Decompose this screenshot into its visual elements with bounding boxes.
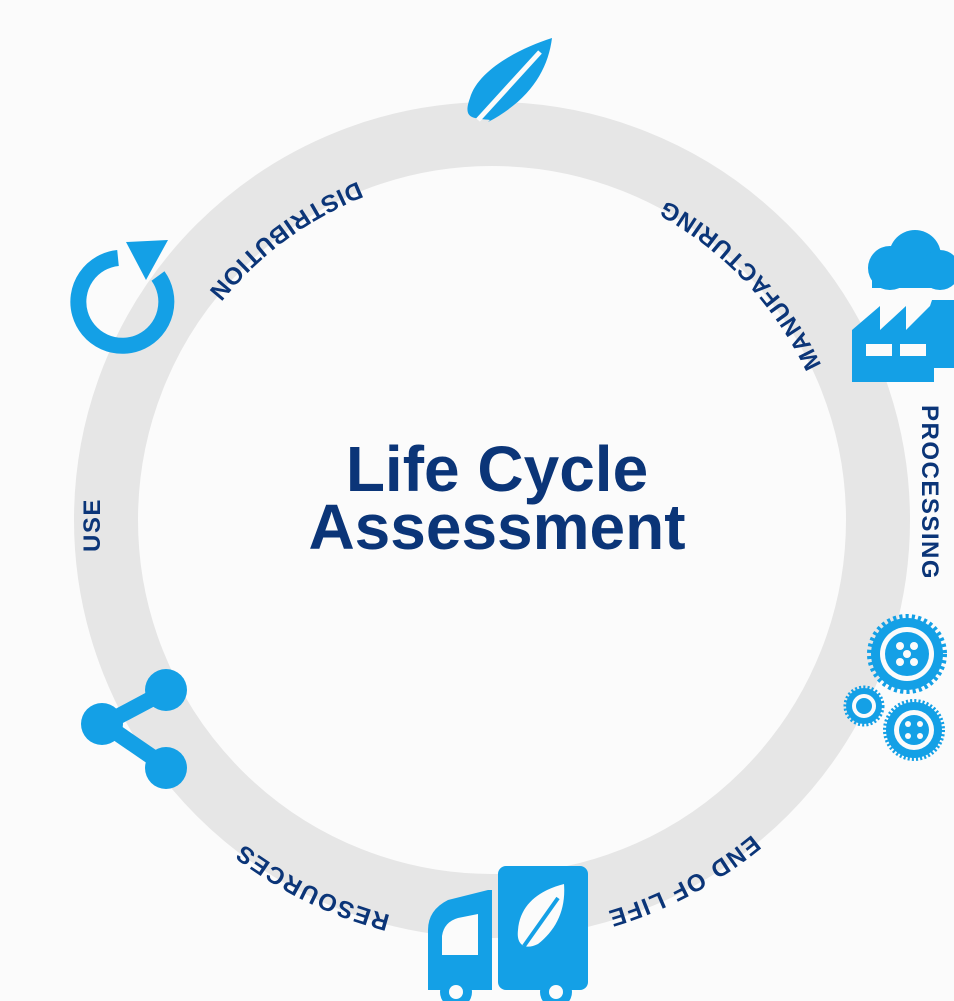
factory-icon (852, 230, 954, 382)
truck-icon (428, 866, 588, 1001)
gears-icon (843, 614, 947, 761)
leaf-icon (467, 38, 552, 122)
stage-label-processing: PROCESSING (916, 405, 943, 580)
stage-label-use: USE (79, 498, 106, 552)
share-icon (81, 669, 187, 789)
recycle-arrow-icon (70, 240, 175, 354)
title-line-2: Assessment (308, 491, 686, 563)
title-line-1: Life Cycle (345, 433, 649, 505)
diagram-title: Life Cycle Assessment (207, 433, 787, 563)
